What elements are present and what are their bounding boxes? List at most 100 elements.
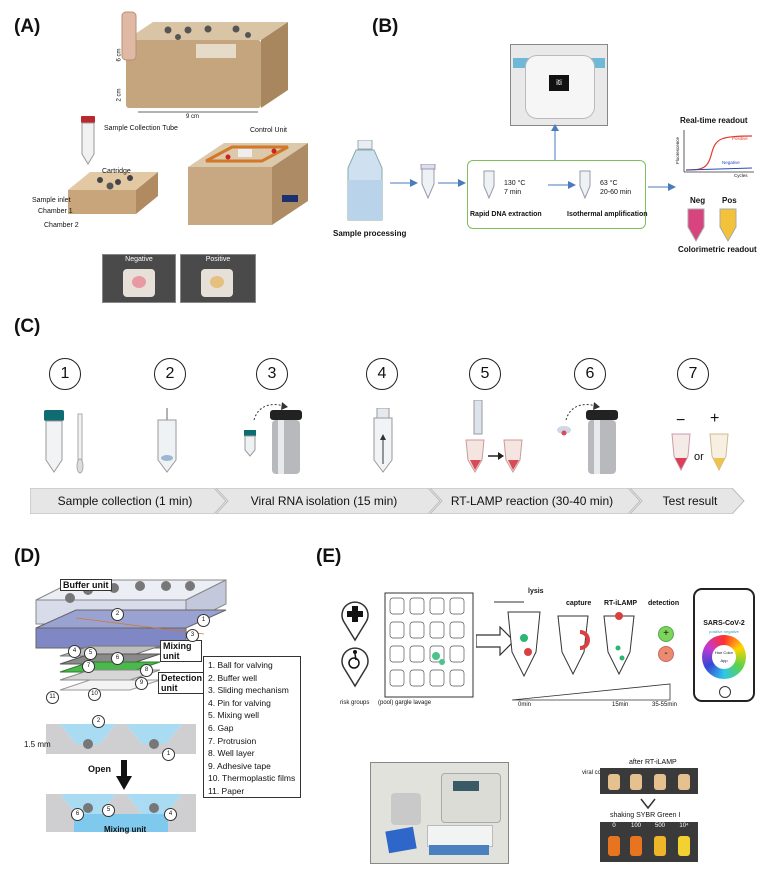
- detection-unit-label: Detection unit: [158, 672, 208, 694]
- step1-label: Rapid DNA extraction: [470, 211, 542, 218]
- callout-1: 1: [197, 614, 210, 627]
- tube-with-swab-icon: [157, 408, 177, 473]
- after-label: after RT-iLAMP: [629, 759, 677, 766]
- negative-photo: Negative: [102, 254, 176, 303]
- legend-item-6: 6. Gap: [208, 722, 234, 733]
- tube-into-thermos-icon-2: [557, 402, 618, 474]
- step-4: 4: [366, 358, 398, 390]
- copies-500: 500: [654, 823, 665, 829]
- buffer-unit-label: Buffer unit: [60, 579, 112, 591]
- panel-b-label: (B): [372, 16, 399, 37]
- realtime-label: Real-time readout: [680, 116, 748, 125]
- capture-label: capture: [566, 600, 592, 607]
- callout-5: 5: [84, 647, 97, 660]
- step2-temp: 63 °C: [600, 180, 618, 187]
- pos-label: Pos: [722, 196, 737, 205]
- phase-viral-rna: Viral RNA isolation (15 min): [250, 494, 398, 508]
- step2-time: 20-60 min: [600, 189, 632, 196]
- step1-time: 7 min: [504, 189, 522, 196]
- or-label: or: [694, 451, 704, 463]
- detection-label: detection: [648, 600, 680, 607]
- big-arrow-icon: [476, 626, 515, 656]
- positive-label: Positive: [205, 256, 231, 263]
- mixing-unit-label: Mixing unit: [160, 640, 202, 662]
- step-7: 7: [677, 358, 709, 390]
- time-0: 0min: [518, 702, 532, 708]
- arrow-right-icon-4: [648, 183, 676, 191]
- arrow-right-icon-2: [438, 179, 466, 187]
- tube-vertical-icon: [373, 408, 393, 473]
- step1-temp: 130 °C: [504, 180, 526, 187]
- gargle-grid-illustration: [384, 592, 474, 698]
- legend-item-1: 1. Ball for valving: [208, 660, 273, 670]
- dim-width: 9 cm: [186, 114, 200, 120]
- collection-tube-swab-icon: [44, 410, 84, 474]
- phase-sample-collection: Sample collection (1 min): [57, 494, 193, 508]
- callout-11: 11: [46, 691, 59, 704]
- step-3: 3: [256, 358, 288, 390]
- phone-home-button[interactable]: [719, 686, 731, 698]
- callout-3: 3: [186, 629, 199, 642]
- callout-7: 7: [82, 660, 95, 673]
- sample-processing-label: Sample processing: [333, 229, 407, 238]
- cartridge-illustration: [68, 172, 158, 214]
- chart-negative: Negative: [722, 160, 740, 165]
- callout-9: 9: [135, 677, 148, 690]
- phase-bars: [30, 488, 745, 514]
- viral-copies-label: viral copies: [582, 770, 613, 776]
- amplification-tube-icon: [579, 170, 591, 200]
- result-tubes-icon: [671, 433, 729, 472]
- callout-2: 2: [111, 608, 124, 621]
- chevron-down-icon: [640, 798, 656, 810]
- device-photo: [121, 11, 288, 113]
- callout-6: 6: [111, 652, 124, 665]
- callout-5b: 5: [102, 804, 115, 817]
- legend-box: 1. Ball for valving 2. Buffer well 3. Sl…: [203, 656, 301, 798]
- time-15: 15min: [612, 702, 629, 708]
- colorimetric-tubes: [687, 208, 737, 243]
- chart-fluor: Fluorescence: [675, 136, 681, 165]
- lab-setup-photo: [370, 762, 509, 864]
- chart-positive: Positive: [732, 136, 748, 141]
- colorimetric-label: Colorimetric readout: [678, 245, 757, 254]
- callout-4: 4: [68, 645, 81, 658]
- tube-into-thermos-icon: [244, 402, 302, 474]
- legend-item-9: 9. Adhesive tape: [208, 760, 271, 771]
- step-6: 6: [574, 358, 606, 390]
- sybr-strip: 0 100 500 10⁴: [600, 822, 698, 862]
- cartridge-label: Cartridge: [102, 168, 131, 175]
- neg-label: Neg: [690, 196, 706, 205]
- phone-app-label: Hue Color App: [712, 645, 736, 669]
- step-5: 5: [469, 358, 501, 390]
- pool-label: (pool) gargle lavage: [378, 700, 432, 706]
- plus-sign: +: [710, 410, 720, 427]
- panel-e-label: (E): [316, 546, 342, 567]
- after-strip: [600, 768, 698, 794]
- callout-4b: 4: [164, 808, 177, 821]
- callout-6b: 6: [71, 808, 84, 821]
- sample-bottle-icon: [347, 140, 383, 221]
- legend-item-10: 10. Thermoplastic films: [208, 773, 296, 784]
- legend-item-11: 11. Paper: [208, 785, 245, 796]
- device-logo: iti: [549, 75, 569, 91]
- phase-rt-lamp: RT-LAMP reaction (30-40 min): [450, 494, 614, 508]
- control-unit-label: Control Unit: [250, 127, 287, 134]
- dim-depth: 6 cm: [116, 48, 123, 62]
- panel-c-label: (C): [14, 316, 41, 337]
- shaking-label: shaking SYBR Green I: [610, 812, 681, 819]
- callout-10: 10: [88, 688, 101, 701]
- lysis-label: lysis: [528, 588, 544, 595]
- panel-d-label: (D): [14, 546, 41, 567]
- extraction-tube-icon: [483, 170, 495, 200]
- small-tube-icon: [420, 164, 436, 200]
- legend-item-5: 5. Mixing well: [208, 710, 260, 721]
- step-1: 1: [49, 358, 81, 390]
- phone-title: SARS-CoV-2: [703, 620, 745, 627]
- rtilamp-label: RT-iLAMP: [604, 600, 638, 607]
- negative-dot: -: [658, 646, 674, 662]
- copies-100: 100: [630, 823, 641, 829]
- open-label: Open: [88, 764, 112, 774]
- arrow-right-icon-3: [548, 181, 576, 189]
- phase-test-result: Test result: [662, 494, 718, 508]
- risk-groups-label: risk groups: [340, 700, 370, 706]
